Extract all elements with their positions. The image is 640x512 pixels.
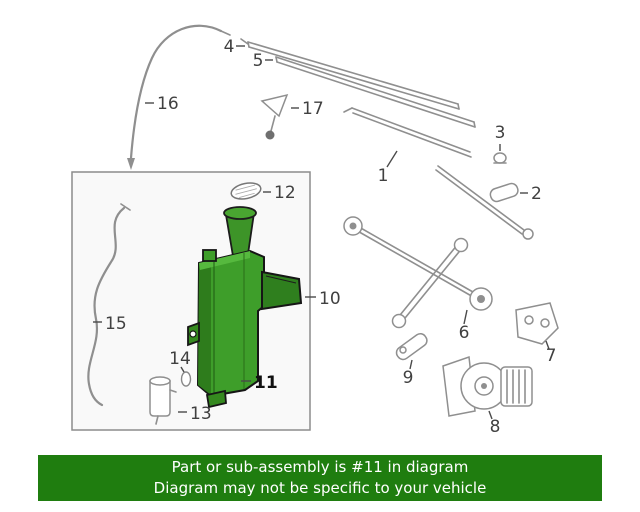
mount-bracket-7 (515, 302, 559, 345)
part-label-1: 1 (378, 166, 389, 186)
washer-nozzle-17 (260, 93, 289, 140)
part-label-6: 6 (459, 323, 470, 343)
part-label-17: 17 (302, 99, 324, 119)
banner-line-2: Diagram may not be specific to your vehi… (153, 479, 487, 497)
info-banner: Part or sub-assembly is #11 in diagram D… (38, 455, 602, 501)
washer-reservoir-11-highlighted (187, 206, 303, 409)
washer-pump-13 (149, 376, 177, 425)
washer-hose-16 (127, 24, 231, 170)
wiper-blade-5 (275, 56, 476, 128)
part-label-8: 8 (490, 417, 501, 437)
grommet-14 (180, 371, 192, 387)
reservoir-hose-15 (87, 203, 131, 407)
banner-line-1: Part or sub-assembly is #11 in diagram (171, 458, 469, 476)
part-label-10: 10 (319, 289, 341, 309)
part-label-3: 3 (495, 123, 506, 143)
part-label-9: 9 (403, 368, 414, 388)
part-label-16: 16 (157, 94, 179, 114)
wiper-blade-4 (240, 38, 460, 110)
part-label-11: 11 (254, 373, 278, 393)
pivot-cap-2 (489, 182, 519, 203)
part-label-2: 2 (531, 184, 542, 204)
part-label-4: 4 (224, 37, 235, 57)
pivot-nut-3 (493, 152, 507, 164)
small-bracket-9 (395, 332, 428, 361)
part-label-12: 12 (274, 183, 296, 203)
reservoir-cap-12 (230, 182, 262, 200)
wiper-linkage-6 (343, 216, 493, 329)
part-label-7: 7 (546, 346, 557, 366)
leader-lines (93, 45, 550, 420)
part-label-13: 13 (190, 404, 212, 424)
part-label-5: 5 (253, 51, 264, 71)
part-label-15: 15 (105, 314, 127, 334)
wiper-motor-8 (442, 355, 533, 417)
wiper-arm-1 (343, 107, 534, 240)
part-label-14: 14 (169, 349, 191, 369)
